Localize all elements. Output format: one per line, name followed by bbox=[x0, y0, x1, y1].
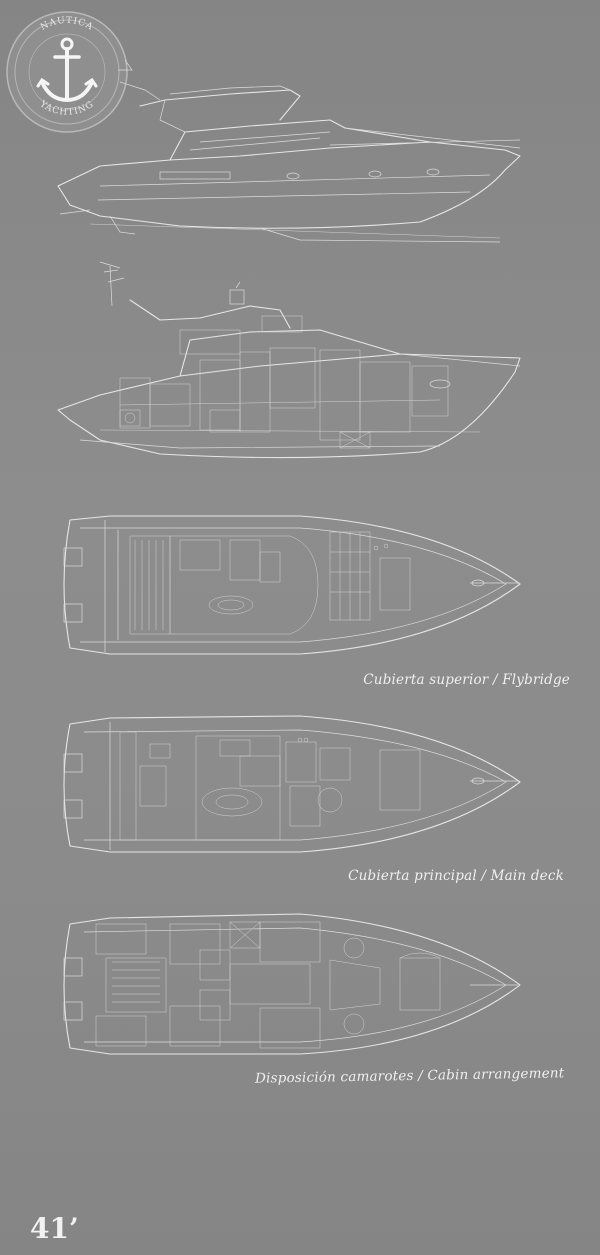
plan-flybridge-drawing bbox=[63, 515, 521, 655]
caption-main-deck: Cubierta principal / Main deck bbox=[348, 868, 564, 884]
profile-exterior-drawing bbox=[57, 59, 521, 243]
brand-logo: NAUTICA YACHTING bbox=[6, 11, 128, 133]
profile-section-drawing bbox=[57, 261, 521, 459]
plan-cabins-drawing bbox=[63, 913, 521, 1055]
plan-main-deck-drawing bbox=[63, 715, 521, 853]
model-size-label: 41’ bbox=[30, 1212, 79, 1245]
caption-flybridge: Cubierta superior / Flybridge bbox=[363, 672, 570, 688]
anchor-icon bbox=[36, 37, 98, 103]
